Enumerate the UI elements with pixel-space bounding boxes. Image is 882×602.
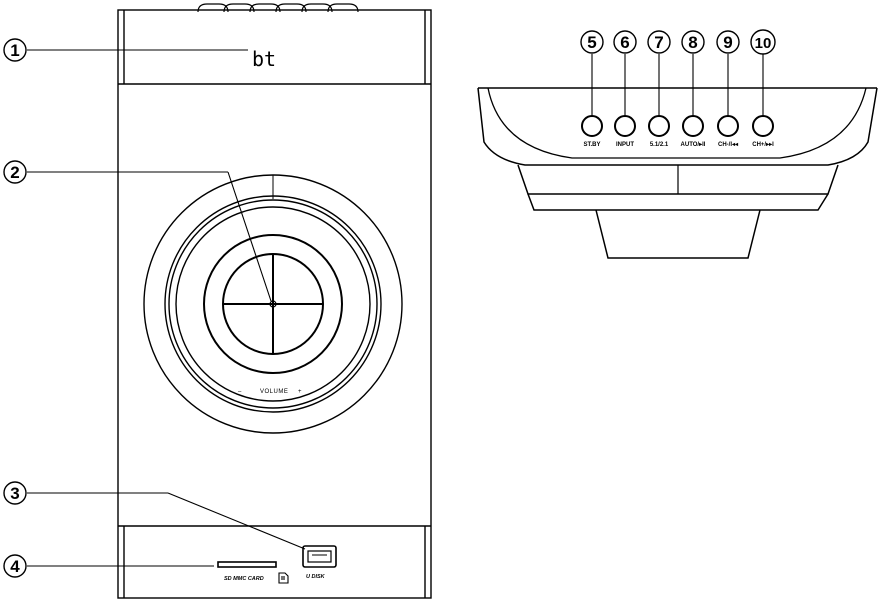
button-standby[interactable] (581, 115, 603, 137)
label-standby: ST.BY (583, 142, 600, 148)
sd-card-icon (278, 572, 289, 584)
front-top-buttons (197, 3, 359, 13)
button-auto-play[interactable] (682, 115, 704, 137)
callout-1: 1 (3, 38, 27, 62)
label-input: INPUT (616, 142, 634, 148)
top-panel-base (527, 193, 829, 211)
svg-text:1: 1 (10, 41, 19, 60)
cabinet-outline (117, 9, 432, 599)
usb-label: U DISK (306, 574, 326, 580)
svg-text:7: 7 (654, 33, 663, 52)
label-mode: 5.1/2.1 (650, 142, 669, 148)
svg-text:8: 8 (688, 33, 697, 52)
button-mode[interactable] (648, 115, 670, 137)
svg-text:4: 4 (10, 557, 20, 576)
button-ch-prev[interactable] (717, 115, 739, 137)
display-readout: bt (252, 47, 276, 71)
sd-card-slot (217, 561, 277, 568)
label-auto-play: AUTO/▸II (681, 142, 706, 148)
svg-text:5: 5 (587, 33, 596, 52)
top-panel-inner-curve (487, 87, 867, 159)
callout-7: 7 (647, 30, 671, 54)
front-panel (117, 3, 432, 599)
volume-label: VOLUME (260, 389, 288, 395)
front-callout-leaders (27, 49, 306, 567)
sd-card-label: SD MMC CARD (224, 576, 264, 582)
button-ch-next[interactable] (752, 115, 774, 137)
top-callout-leaders (591, 54, 764, 116)
top-panel-outer-curve (477, 87, 878, 166)
top-panel-stand (595, 209, 761, 259)
top-buttons (581, 115, 774, 137)
callout-5: 5 (580, 30, 604, 54)
callout-6: 6 (613, 30, 637, 54)
volume-knob (143, 174, 403, 434)
label-ch-next: CH+/▸▸I (752, 142, 774, 148)
svg-text:10: 10 (755, 35, 772, 52)
usb-port (302, 545, 337, 568)
callout-9: 9 (716, 30, 740, 54)
top-panel-lower-band (517, 164, 839, 195)
top-panel (477, 87, 878, 259)
volume-minus-label: – (238, 389, 242, 395)
svg-text:3: 3 (10, 484, 19, 503)
callout-10: 10 (750, 29, 776, 55)
svg-text:6: 6 (620, 33, 629, 52)
label-ch-prev: CH-/I◂◂ (718, 142, 739, 148)
callout-4: 4 (3, 554, 27, 578)
svg-text:2: 2 (10, 163, 19, 182)
callout-8: 8 (681, 30, 705, 54)
svg-text:9: 9 (723, 33, 732, 52)
callout-2: 2 (3, 160, 27, 184)
button-input[interactable] (614, 115, 636, 137)
volume-plus-label: + (298, 389, 302, 395)
callout-3: 3 (3, 481, 27, 505)
